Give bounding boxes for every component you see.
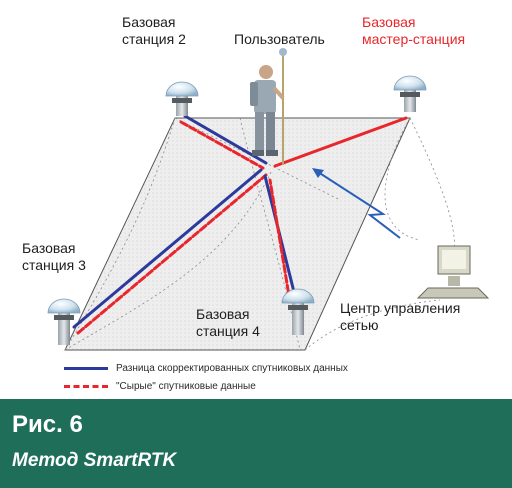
label-line: Базовая xyxy=(196,306,250,322)
antenna-icon xyxy=(393,75,427,112)
label-line: сетью xyxy=(340,317,379,333)
legend-item-corrected: Разница скорректированных спутниковых да… xyxy=(64,361,348,375)
legend-swatch-blue xyxy=(64,366,108,370)
caption-band: Рис. 6 Метод SmartRTK xyxy=(0,399,512,488)
computer-icon xyxy=(416,245,490,299)
label-line: станция 2 xyxy=(122,31,186,47)
blue-line-station-3 xyxy=(72,168,263,329)
label-line: Базовая xyxy=(22,240,76,256)
red-line-master xyxy=(273,116,408,168)
figure-number: Рис. 6 xyxy=(12,411,83,438)
legend-label: Разница скорректированных спутниковых да… xyxy=(116,362,348,374)
label-line: мастер-станция xyxy=(362,31,466,47)
legend-item-raw: "Сырые" спутниковые данные xyxy=(64,379,256,393)
surveyor-icon xyxy=(250,48,287,165)
antenna-icon xyxy=(281,288,315,335)
antenna-icon xyxy=(165,81,199,116)
figure-title: Метод SmartRTK xyxy=(12,450,177,471)
data-lines xyxy=(72,114,408,335)
label-control-center: Центр управления сетью xyxy=(340,300,460,334)
legend-swatch-red xyxy=(64,384,108,388)
label-line: станция 4 xyxy=(196,323,260,339)
label-line: Базовая xyxy=(362,14,416,30)
label-base-station-4: Базовая станция 4 xyxy=(196,306,260,340)
label-line: Центр управления xyxy=(340,300,461,316)
antenna-icon xyxy=(47,298,81,345)
signal-arrow-icon xyxy=(312,168,401,239)
label-base-station-2: Базовая станция 2 xyxy=(122,14,186,48)
legend-label: "Сырые" спутниковые данные xyxy=(116,380,256,392)
label-master-station: Базовая мастер-станция xyxy=(362,14,465,48)
red-line-station-2 xyxy=(179,120,265,170)
red-line-station-3 xyxy=(76,173,268,335)
red-line-station-4 xyxy=(268,178,292,304)
label-base-station-3: Базовая станция 3 xyxy=(22,240,86,274)
label-line: Базовая xyxy=(122,14,176,30)
label-user: Пользователь xyxy=(234,31,325,47)
label-line: станция 3 xyxy=(22,257,86,273)
smartrtk-diagram xyxy=(47,48,490,351)
